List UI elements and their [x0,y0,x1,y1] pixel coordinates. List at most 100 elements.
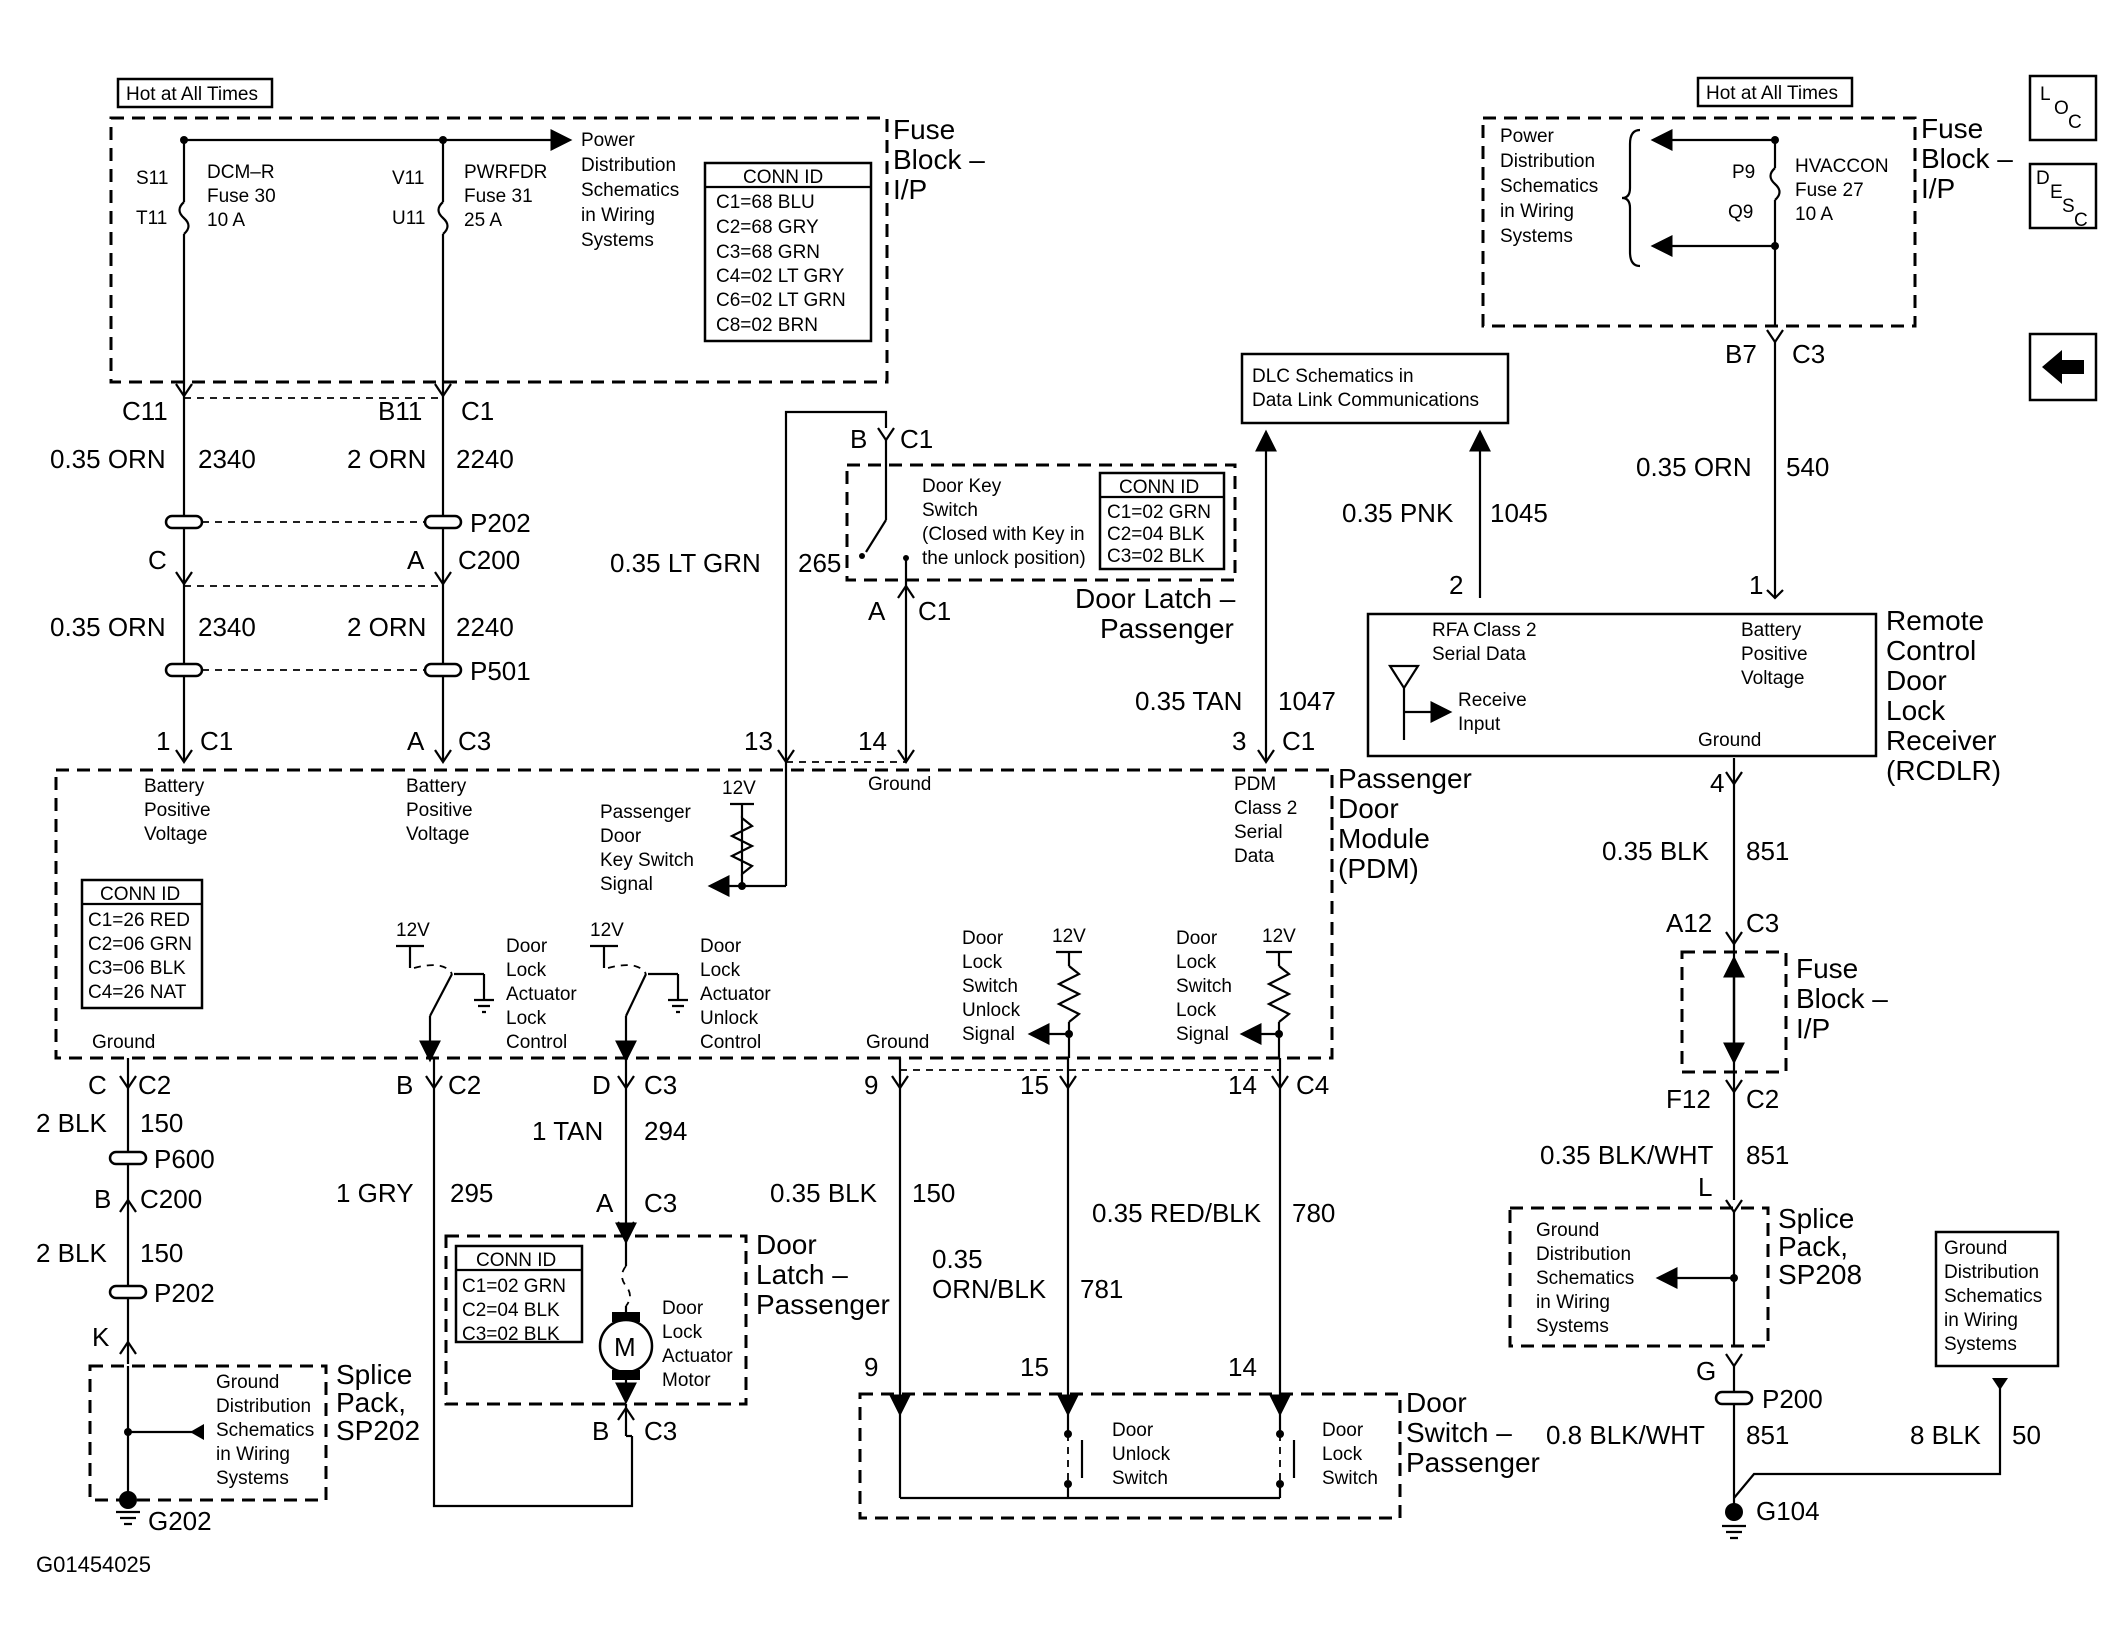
svg-text:12V: 12V [396,920,430,941]
svg-text:Schematics: Schematics [581,180,679,201]
svg-text:C1: C1 [200,726,233,756]
wire-540: B7 C3 0.35 ORN 540 [1636,329,1829,600]
svg-text:Door: Door [700,936,742,957]
svg-text:Door Key: Door Key [922,476,1002,497]
loc-button[interactable]: L O C [2028,74,2098,142]
svg-text:8 BLK: 8 BLK [1910,1420,1981,1450]
svg-text:Splice: Splice [336,1359,412,1390]
svg-text:C1=26 RED: C1=26 RED [88,910,190,931]
svg-text:B: B [850,424,867,454]
svg-text:I/P: I/P [1796,1013,1830,1044]
svg-text:in Wiring: in Wiring [581,205,655,226]
svg-text:P202: P202 [154,1278,215,1308]
svg-text:10 A: 10 A [207,210,245,231]
svg-text:U11: U11 [392,208,425,229]
key-switch-wires: 0.35 LT GRN 265 [610,410,915,764]
splice-pack-sp202: Ground Distribution Schematics in Wiring… [88,1359,420,1536]
svg-text:PDM: PDM [1234,774,1276,795]
door-switch-wires: 0.35 BLK 150 0.35 ORN/BLK 781 0.35 RED/B… [770,1058,1335,1400]
svg-text:Door: Door [1176,928,1218,949]
conn-id-table-key-switch: CONN ID C1=02 GRN C2=04 BLK C3=02 BLK [1098,471,1226,571]
wire-1045-color: 0.35 PNK [1342,498,1454,528]
svg-text:B: B [592,1416,609,1446]
svg-text:150: 150 [140,1238,183,1268]
svg-text:Door: Door [1322,1420,1364,1441]
svg-text:Module: Module [1338,823,1430,854]
svg-text:ORN/BLK: ORN/BLK [932,1274,1047,1304]
svg-text:P9: P9 [1732,162,1755,183]
svg-text:Key Switch: Key Switch [600,850,694,871]
svg-text:SP202: SP202 [336,1415,420,1446]
svg-text:Systems: Systems [581,230,654,251]
svg-text:C3: C3 [1746,908,1779,938]
svg-text:Receive: Receive [1458,690,1527,711]
back-arrow-button[interactable] [2028,332,2098,402]
svg-text:851: 851 [1746,836,1789,866]
pdm-title: Passenger Door Module (PDM) [1338,763,1472,884]
svg-text:Control: Control [700,1032,761,1053]
svg-text:(Closed with Key in: (Closed with Key in [922,524,1085,545]
svg-text:C2: C2 [448,1070,481,1100]
svg-text:O: O [2054,98,2069,119]
svg-text:Control: Control [506,1032,567,1053]
svg-text:C1: C1 [918,596,951,626]
svg-text:12V: 12V [1262,926,1296,947]
splice-pack-sp208: Ground Distribution Schematics in Wiring… [1508,1199,1862,1386]
svg-text:Door: Door [1406,1387,1467,1418]
svg-text:S11: S11 [136,168,168,189]
svg-text:Actuator: Actuator [662,1346,733,1367]
svg-text:Class 2: Class 2 [1234,798,1297,819]
svg-text:Signal: Signal [600,874,653,895]
svg-text:781: 781 [1080,1274,1123,1304]
svg-text:C3=02 BLK: C3=02 BLK [462,1324,560,1345]
svg-text:C3: C3 [644,1070,677,1100]
svg-text:Ground: Ground [92,1032,155,1053]
svg-text:Switch: Switch [922,500,978,521]
svg-text:1 GRY: 1 GRY [336,1178,414,1208]
svg-text:C1: C1 [1282,726,1315,756]
wire-295: 1 GRY 295 [336,1058,634,1508]
svg-text:Door Latch –: Door Latch – [1075,583,1236,614]
svg-text:V11: V11 [392,168,424,189]
svg-text:Schematics: Schematics [1944,1286,2042,1307]
svg-text:Passenger: Passenger [1406,1447,1540,1478]
svg-text:Switch: Switch [1176,976,1232,997]
pdm-top-pins: 13 14 3 C1 [744,726,1315,756]
svg-text:14: 14 [1228,1070,1257,1100]
svg-text:Unlock: Unlock [962,1000,1021,1021]
svg-text:Block –: Block – [893,144,985,175]
svg-text:Data: Data [1234,846,1275,867]
door-lock-actuator-motor: M Door Lock Actuator Motor B C3 [592,1222,733,1446]
svg-text:14: 14 [858,726,887,756]
svg-text:4: 4 [1710,768,1724,798]
svg-text:0.35: 0.35 [932,1244,983,1274]
pdm-internal-labels: Battery Positive Voltage Battery Positiv… [144,774,1297,895]
svg-text:Door: Door [506,936,548,957]
wire-851-chain: 0.35 BLK 851 A12 C3 Fuse Block – I/P F12… [1540,758,1888,1202]
svg-text:Switch: Switch [1112,1468,1168,1489]
svg-text:in Wiring: in Wiring [1500,201,1574,222]
svg-text:G202: G202 [148,1506,212,1536]
svg-text:Battery: Battery [1741,620,1802,641]
wire-1045-number: 1045 [1490,498,1548,528]
svg-text:12V: 12V [590,920,624,941]
svg-text:HVACCON: HVACCON [1795,156,1889,177]
svg-text:Motor: Motor [662,1370,711,1391]
svg-text:Serial Data: Serial Data [1432,644,1526,665]
svg-text:Input: Input [1458,714,1501,735]
power-distribution-ref-left: Power Distribution Schematics in Wiring … [581,130,679,251]
svg-text:14: 14 [1228,1352,1257,1382]
svg-text:C1: C1 [900,424,933,454]
svg-text:C200: C200 [140,1184,202,1214]
desc-button[interactable]: D E S C [2028,162,2098,231]
svg-text:Positive: Positive [1741,644,1808,665]
svg-text:C3=68 GRN: C3=68 GRN [716,242,820,263]
svg-text:B11: B11 [378,396,422,426]
svg-text:Latch –: Latch – [756,1259,848,1290]
svg-text:Unlock: Unlock [700,1008,759,1029]
svg-text:L: L [1698,1172,1712,1202]
svg-text:DLC Schematics in: DLC Schematics in [1252,366,1414,387]
svg-text:C1=68 BLU: C1=68 BLU [716,192,815,213]
svg-text:C1=02 GRN: C1=02 GRN [1107,502,1211,523]
